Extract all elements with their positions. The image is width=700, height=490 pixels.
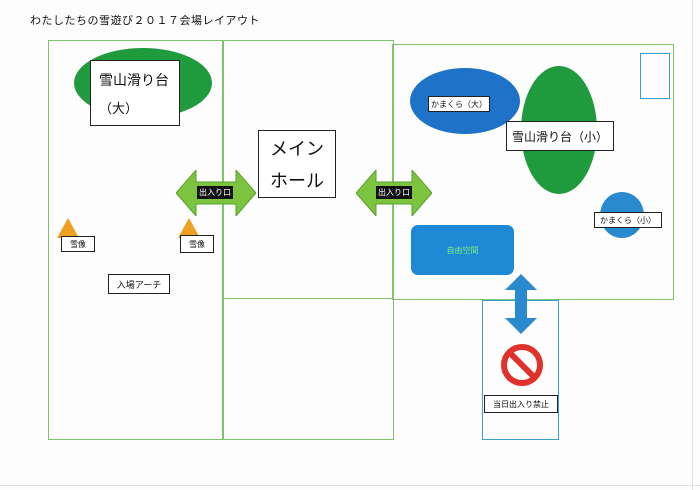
snow-statue-left-label: 雪像	[61, 236, 95, 252]
snow-slide-large-label: 雪山滑り台 （大）	[90, 60, 180, 126]
page-edge-line	[692, 0, 693, 490]
free-space-label: 自由空間	[446, 245, 479, 255]
entrance-arch-label: 入場アーチ	[108, 274, 170, 294]
snow-slide-large-name: 雪山滑り台	[99, 72, 169, 89]
main-hall-line1: メイン	[270, 139, 324, 160]
left-zone	[48, 40, 224, 440]
snow-statue-left-marker	[57, 218, 79, 238]
no-entry-icon	[501, 344, 543, 386]
kamakura-large-label: かまくら（大）	[428, 96, 490, 112]
center-divider	[222, 298, 394, 299]
snow-statue-right-marker	[178, 218, 200, 238]
entrance-arrow-left-label: 出入り口	[197, 186, 233, 199]
corner-box	[640, 53, 670, 99]
entrance-arrow-right-label: 出入り口	[376, 186, 412, 199]
page-title: わたしたちの雪遊び２０１７会場レイアウト	[30, 14, 260, 27]
kamakura-small-label: かまくら（小）	[594, 212, 662, 228]
center-zone	[222, 40, 394, 440]
no-entry-label: 当日出入り禁止	[484, 395, 558, 413]
snow-statue-right-label: 雪像	[180, 235, 214, 253]
right-zone	[392, 44, 674, 300]
main-hall-line2: ホール	[270, 171, 324, 192]
main-hall-label: メイン ホール	[258, 130, 336, 198]
free-space: 自由空間	[411, 225, 514, 275]
snow-slide-large-size: （大）	[99, 101, 139, 117]
snow-slide-small-label: 雪山滑り台（小）	[506, 121, 614, 151]
corridor-arrow	[505, 274, 537, 334]
page-edge-line	[0, 485, 700, 486]
